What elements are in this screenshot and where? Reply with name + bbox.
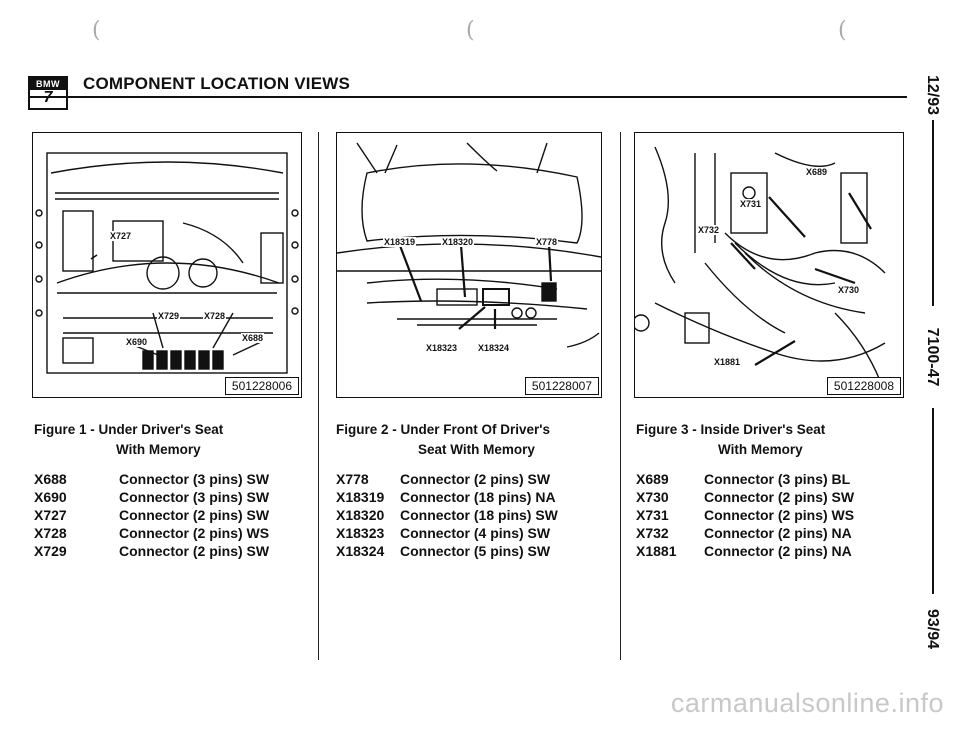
logo-series: 7 [30, 90, 66, 106]
connector-code: X731 [636, 507, 669, 523]
connector-code: X727 [34, 507, 67, 523]
connector-row: X689 Connector (3 pins) BL [636, 470, 854, 488]
connector-code: X688 [34, 471, 67, 487]
connector-code: X729 [34, 543, 67, 559]
callout-x730: X730 [837, 285, 861, 295]
callout-x727: X727 [109, 231, 133, 241]
figure-1-image: X727 X729 X728 X690 X688 501228006 [32, 132, 302, 398]
connector-row: X731 Connector (2 pins) WS [636, 506, 854, 524]
connector-desc: Connector (2 pins) WS [119, 525, 270, 541]
figure-2-caption: Figure 2 - Under Front Of Driver's Seat … [336, 420, 550, 460]
figure-3-caption-line2: With Memory [718, 442, 803, 457]
column-divider-1 [318, 132, 319, 660]
connector-row: X778 Connector (2 pins) SW [336, 470, 558, 488]
connector-code: X689 [636, 471, 669, 487]
connector-row: X728 Connector (2 pins) WS [34, 524, 269, 542]
connector-desc: Connector (2 pins) SW [119, 507, 270, 523]
connector-desc: Connector (4 pins) SW [400, 525, 551, 541]
callout-x1881: X1881 [713, 357, 742, 367]
side-date: 12/93 [923, 71, 941, 119]
connector-desc: Connector (2 pins) WS [704, 507, 855, 523]
connector-desc: Connector (18 pins) SW [400, 507, 558, 523]
callout-x778: X778 [535, 237, 559, 247]
connector-row: X18319 Connector (18 pins) NA [336, 488, 558, 506]
connector-row: X688 Connector (3 pins) SW [34, 470, 269, 488]
callout-x18320: X18320 [441, 237, 475, 247]
side-rule-2 [932, 408, 934, 594]
punch-mark-right: ( [838, 18, 847, 43]
connector-code: X778 [336, 471, 369, 487]
connector-desc: Connector (2 pins) SW [400, 471, 551, 487]
logo-brand: BMW [30, 78, 66, 90]
figure-1-caption: Figure 1 - Under Driver's Seat With Memo… [34, 420, 223, 460]
callout-x689: X689 [805, 167, 829, 177]
page-title: COMPONENT LOCATION VIEWS [83, 74, 351, 93]
connector-code: X732 [636, 525, 669, 541]
figure-2-caption-line1: Figure 2 - Under Front Of Driver's [336, 422, 550, 437]
connector-row: X18320 Connector (18 pins) SW [336, 506, 558, 524]
connector-code: X730 [636, 489, 669, 505]
figure-2-caption-line2: Seat With Memory [418, 442, 535, 457]
punch-mark-center: ( [466, 18, 475, 43]
callout-x18319: X18319 [383, 237, 417, 247]
column-divider-2 [620, 132, 621, 660]
callout-x18323: X18323 [425, 343, 459, 353]
callout-x18324: X18324 [477, 343, 511, 353]
connector-desc: Connector (3 pins) BL [704, 471, 851, 487]
connector-code: X18324 [336, 543, 385, 559]
callout-x690: X690 [125, 337, 149, 347]
connector-desc: Connector (5 pins) SW [400, 543, 551, 559]
connector-row: X730 Connector (2 pins) SW [636, 488, 854, 506]
connector-desc: Connector (2 pins) SW [119, 543, 270, 559]
bmw-logo: BMW 7 [28, 76, 68, 110]
connector-code: X18319 [336, 489, 385, 505]
connector-row: X727 Connector (2 pins) SW [34, 506, 269, 524]
connector-row: X729 Connector (2 pins) SW [34, 542, 269, 560]
connector-row: X1881 Connector (2 pins) NA [636, 542, 854, 560]
callout-x688: X688 [241, 333, 265, 343]
connector-desc: Connector (2 pins) NA [704, 543, 852, 559]
figure-2-number: 501228007 [524, 377, 599, 395]
figure-1-caption-line1: Figure 1 - Under Driver's Seat [34, 422, 224, 437]
connector-code: X1881 [636, 543, 677, 559]
figure-2-image: X18319 X18320 X778 X18323 X18324 5012280… [336, 132, 602, 398]
connector-desc: Connector (3 pins) SW [119, 489, 270, 505]
figure-1-caption-line2: With Memory [116, 442, 201, 457]
connector-code: X728 [34, 525, 67, 541]
watermark: carmanualsonline.info [670, 688, 944, 718]
connector-row: X732 Connector (2 pins) NA [636, 524, 854, 542]
side-page-number: 7100-47 [923, 324, 941, 390]
side-model-years: 93/94 [923, 605, 941, 653]
figure-3-caption-line1: Figure 3 - Inside Driver's Seat [636, 422, 826, 437]
connector-desc: Connector (3 pins) SW [119, 471, 270, 487]
figure-1-number: 501228006 [224, 377, 299, 395]
callout-x732: X732 [697, 225, 721, 235]
connector-row: X690 Connector (3 pins) SW [34, 488, 269, 506]
title-rule [28, 96, 907, 98]
figure-3-image: X689 X731 X732 X730 X1881 501228008 [634, 132, 904, 398]
connector-desc: Connector (18 pins) NA [400, 489, 556, 505]
figure-3-caption: Figure 3 - Inside Driver's Seat With Mem… [636, 420, 825, 460]
figure-3-number: 501228008 [826, 377, 901, 395]
connector-desc: Connector (2 pins) NA [704, 525, 852, 541]
punch-mark-left: ( [92, 18, 101, 43]
connector-desc: Connector (2 pins) SW [704, 489, 855, 505]
callout-x729: X729 [157, 311, 181, 321]
connector-code: X18323 [336, 525, 385, 541]
side-margin: 12/93 7100-47 93/94 [912, 60, 952, 690]
side-rule-1 [932, 120, 934, 306]
connector-row: X18324 Connector (5 pins) SW [336, 542, 558, 560]
connector-code: X690 [34, 489, 67, 505]
callout-x728: X728 [203, 311, 227, 321]
connector-code: X18320 [336, 507, 385, 523]
connector-row: X18323 Connector (4 pins) SW [336, 524, 558, 542]
callout-x731: X731 [739, 199, 763, 209]
